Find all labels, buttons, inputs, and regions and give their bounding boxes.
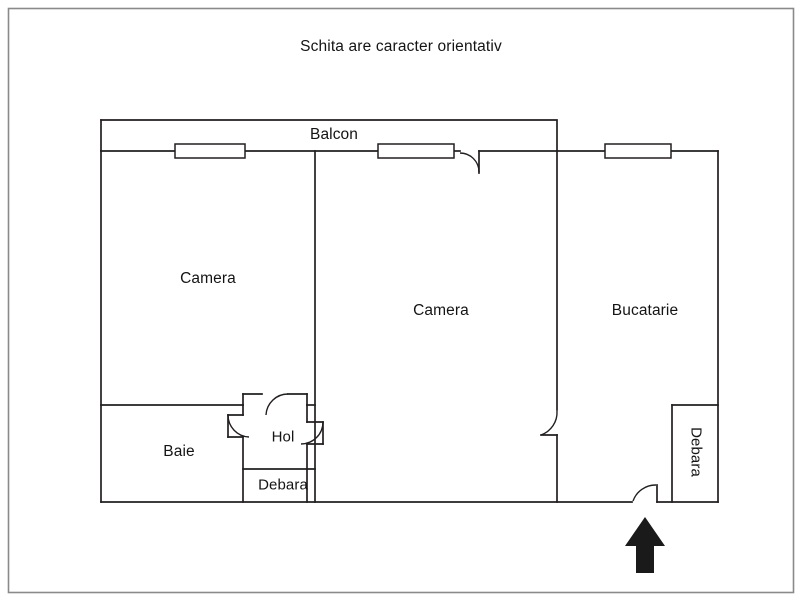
room-label-camera-left: Camera — [180, 270, 236, 287]
window-camera-left — [174, 143, 246, 159]
walls-group — [100, 119, 719, 503]
door-hol-to-baie-swing-arc — [227, 414, 250, 438]
page-title: Schita are caracter orientativ — [300, 38, 502, 55]
window-camera-middle — [377, 143, 455, 159]
door-hol-to-camera-middle-swing-arc — [300, 421, 324, 445]
entrance-arrow — [625, 517, 665, 573]
door-balcony-swing-arc — [459, 152, 480, 173]
wall-balcony-outline — [100, 119, 558, 152]
room-label-camera-middle: Camera — [413, 302, 469, 319]
room-label-bucatarie: Bucatarie — [611, 302, 679, 319]
room-label-baie: Baie — [163, 443, 195, 460]
window-bucatarie — [604, 143, 672, 159]
room-label-debara-left: Debara — [258, 476, 308, 494]
door-entrance-swing-arc — [632, 484, 657, 502]
room-label-hol: Hol — [271, 428, 295, 446]
entrance-arrow-shape — [625, 517, 665, 573]
room-label-balcon: Balcon — [310, 126, 358, 143]
room-label-debara-right: Debara — [687, 427, 705, 477]
door-hol-to-camera-left-swing-arc — [265, 393, 289, 416]
windows-group — [174, 143, 672, 159]
door-camera-bucatarie-swing-arc — [540, 410, 558, 436]
page-border — [7, 7, 795, 594]
